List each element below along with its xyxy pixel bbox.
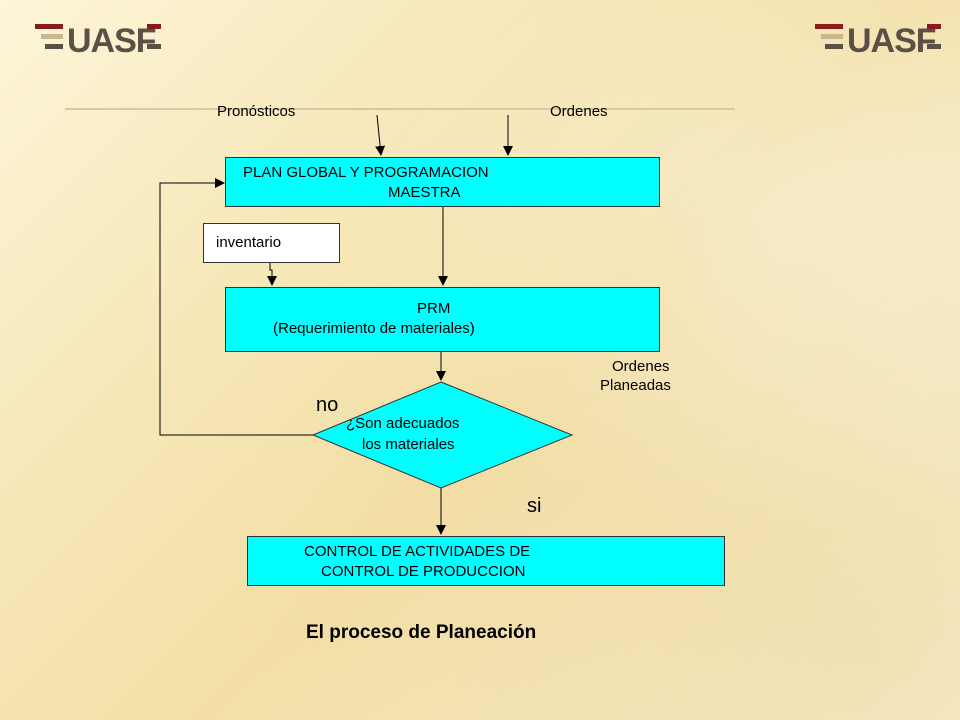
diagram-caption: El proceso de Planeación bbox=[306, 622, 537, 643]
decision-line2: los materiales bbox=[362, 436, 455, 453]
label-pronosticos: Pronósticos bbox=[217, 103, 296, 120]
box-control: CONTROL DE ACTIVIDADES DE CONTROL DE PRO… bbox=[247, 536, 725, 586]
box-inventario: inventario bbox=[203, 223, 340, 263]
label-ordenes: Ordenes bbox=[550, 103, 608, 120]
decision-line1: ¿Son adecuados bbox=[346, 415, 460, 432]
control-line1: CONTROL DE ACTIVIDADES DE bbox=[304, 543, 531, 560]
prm-line2: (Requerimiento de materiales) bbox=[273, 320, 475, 337]
label-no: no bbox=[316, 394, 339, 416]
box-prm: PRM (Requerimiento de materiales) bbox=[225, 287, 660, 352]
plan-line1: PLAN GLOBAL Y PROGRAMACION bbox=[243, 164, 489, 181]
plan-line2: MAESTRA bbox=[388, 184, 461, 201]
prm-line1: PRM bbox=[417, 300, 451, 317]
label-ordenes-planeadas-2: Planeadas bbox=[600, 377, 671, 394]
label-ordenes-planeadas-1: Ordenes bbox=[612, 358, 670, 375]
arrow-pronosticos bbox=[375, 114, 386, 156]
uasf-logo-right: UASF bbox=[815, 20, 955, 60]
decision-diamond bbox=[311, 381, 574, 489]
control-line2: CONTROL DE PRODUCCION bbox=[321, 563, 526, 580]
arrow-no-feedback bbox=[159, 178, 313, 436]
arrow-inventario-to-prm bbox=[267, 263, 277, 286]
inventario-label: inventario bbox=[216, 234, 282, 251]
uasf-logo-left: UASF bbox=[35, 20, 175, 60]
label-si: si bbox=[527, 495, 542, 517]
box-plan-global: PLAN GLOBAL Y PROGRAMACION MAESTRA bbox=[225, 157, 660, 207]
logo-text: UASF bbox=[67, 22, 157, 60]
logo-text: UASF bbox=[847, 22, 937, 60]
